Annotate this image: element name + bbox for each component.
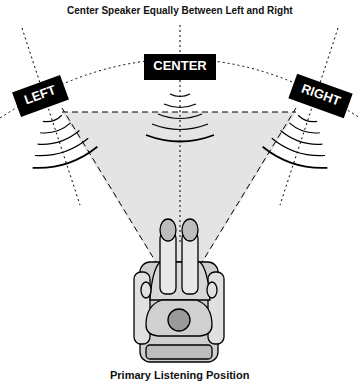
speaker-label: LEFT — [20, 82, 60, 108]
speaker-box: RIGHT — [288, 74, 352, 119]
speaker-box: CENTER — [144, 54, 216, 80]
speaker-label: RIGHT — [297, 81, 344, 110]
axis-guide — [280, 28, 338, 205]
diagram-title: Center Speaker Equally Between Left and … — [67, 5, 293, 16]
listening-area — [62, 112, 296, 300]
sound-waves — [20, 94, 340, 174]
arc-guide — [0, 59, 360, 118]
axis-guide — [22, 28, 80, 205]
listener-figure — [134, 219, 224, 362]
speaker-box: LEFT — [12, 75, 69, 117]
sight-line — [179, 108, 296, 300]
speaker-label: CENTER — [151, 59, 209, 73]
diagram-caption: Primary Listening Position — [110, 369, 249, 381]
speaker-line — [62, 112, 296, 113]
